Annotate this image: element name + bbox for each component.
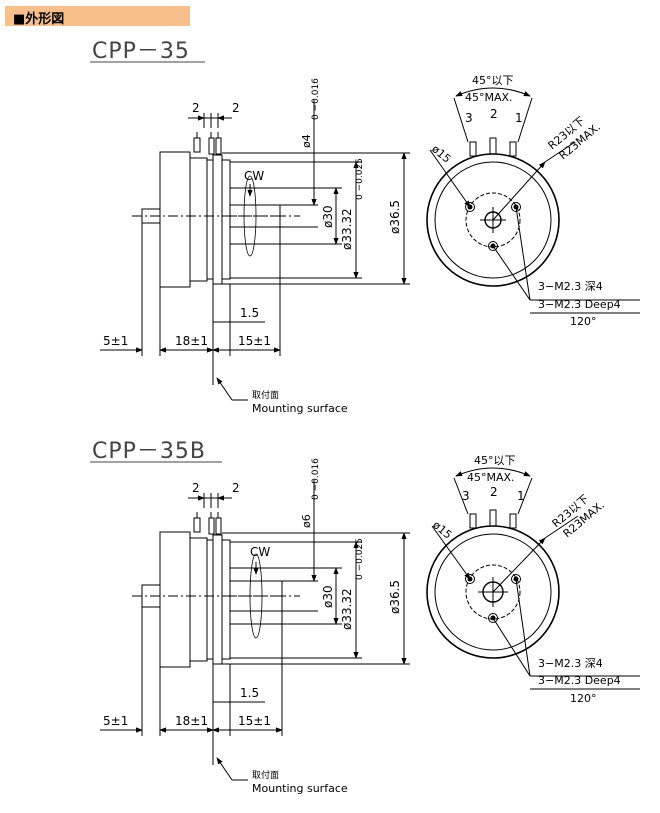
step-dim: 1.5 (240, 306, 259, 320)
step-dim: 1.5 (240, 686, 259, 700)
hole-angle: 120° (570, 315, 597, 328)
body-dia: ø33.32 (340, 588, 354, 630)
terminal (509, 141, 517, 157)
terminal-2-label: 2 (490, 485, 498, 499)
drawing-title: CPP－35B (92, 439, 206, 464)
hole-callout-jp: 3−M2.3 深4 (538, 280, 603, 293)
main-body (159, 151, 191, 288)
main-body (159, 531, 191, 668)
terminal-3-label: 3 (465, 111, 473, 125)
side-view: CW 2 2 ø6 0 −0.016 ø30 ø33.32 0 −0.025 (100, 458, 410, 795)
terminal-1-label: 1 (517, 489, 525, 503)
angle-label-jp: 45°以下 (472, 74, 514, 87)
hole-angle: 120° (570, 692, 597, 705)
hole-callout-en: 3−M2.3 Deep4 (538, 674, 621, 687)
pin-gap-right: 2 (232, 481, 240, 495)
terminal-1-label: 1 (515, 111, 523, 125)
body-tol: 0 −0.025 (355, 538, 365, 580)
terminal-2-label: 2 (490, 107, 498, 121)
drawing-cpp-35b: CPP－35B CW 2 (90, 439, 640, 795)
pin-gap-left: 2 (192, 481, 200, 495)
hole-callout-jp: 3−M2.3 深4 (538, 657, 603, 670)
body-len: 18±1 (175, 334, 208, 348)
body-len: 18±1 (175, 714, 208, 728)
terminal (193, 517, 201, 533)
shaft-len-right: 15±1 (238, 334, 271, 348)
rotation-label: CW (250, 545, 270, 559)
hole-circle-dia: ø15 (430, 518, 454, 541)
terminal (489, 509, 497, 527)
shaft-len-left: 5±1 (103, 334, 128, 348)
mount-hole (488, 613, 498, 623)
side-view: CW 2 2 ø4 0 −0.016 ø30 ø33.32 0 −0.025 (100, 78, 410, 415)
shaft-len-right: 15±1 (238, 714, 271, 728)
hole-circle-dia: ø15 (429, 142, 453, 165)
terminal (215, 517, 222, 535)
flange (212, 154, 223, 285)
terminal (509, 513, 517, 529)
pilot-dia: ø30 (321, 585, 335, 608)
hole-callout-en: 3−M2.3 Deep4 (538, 298, 621, 311)
shaft-dia: ø6 (300, 514, 313, 528)
mount-hole (511, 574, 521, 584)
section-header: ■外形図 (5, 6, 190, 27)
terminal (208, 517, 215, 535)
angle-label-jp: 45°以下 (474, 454, 516, 467)
shaft-tol: 0 −0.016 (311, 458, 321, 500)
mount-label-jp: 取付面 (252, 390, 279, 401)
mount-label-en: Mounting surface (252, 402, 348, 415)
pin-gap-right: 2 (232, 101, 240, 115)
rotation-indicator (243, 175, 257, 257)
drawing-cpp-35: CPP－35 CW (90, 39, 640, 415)
mount-hole (488, 241, 498, 251)
pin-gap-left: 2 (192, 101, 200, 115)
terminal (193, 137, 201, 153)
rotation-indicator (249, 553, 263, 639)
terminal (489, 137, 497, 155)
front-view: 3 2 1 45°以下 45°MAX. R23以下 R23MAX. ø15 3−… (426, 74, 640, 328)
pilot-dia: ø30 (321, 205, 335, 228)
rotation-label: CW (244, 169, 264, 183)
outer-dia: ø36.5 (388, 580, 402, 614)
shaft-tol: 0 −0.016 (311, 78, 321, 120)
front-view: 3 2 1 45°以下 45°MAX. R23以下 R23MAX. ø15 3−… (426, 454, 640, 705)
mount-label-en: Mounting surface (252, 782, 348, 795)
terminal (208, 137, 215, 155)
drawing-title: CPP－35 (92, 39, 190, 64)
outer-dia: ø36.5 (388, 200, 402, 234)
terminal (215, 137, 222, 155)
angle-label-en: 45°MAX. (467, 471, 515, 484)
terminal (469, 513, 477, 529)
body-tol: 0 −0.025 (355, 158, 365, 200)
terminal (469, 141, 477, 157)
flange (212, 534, 223, 665)
angle-label-en: 45°MAX. (465, 91, 513, 104)
mount-hole (511, 202, 521, 212)
body-dia: ø33.32 (340, 208, 354, 250)
terminal-3-label: 3 (462, 489, 470, 503)
mount-label-jp: 取付面 (252, 770, 279, 781)
shaft-dia: ø4 (300, 134, 313, 148)
section-header-label: ■外形図 (13, 12, 65, 27)
shaft-len-left: 5±1 (103, 714, 128, 728)
